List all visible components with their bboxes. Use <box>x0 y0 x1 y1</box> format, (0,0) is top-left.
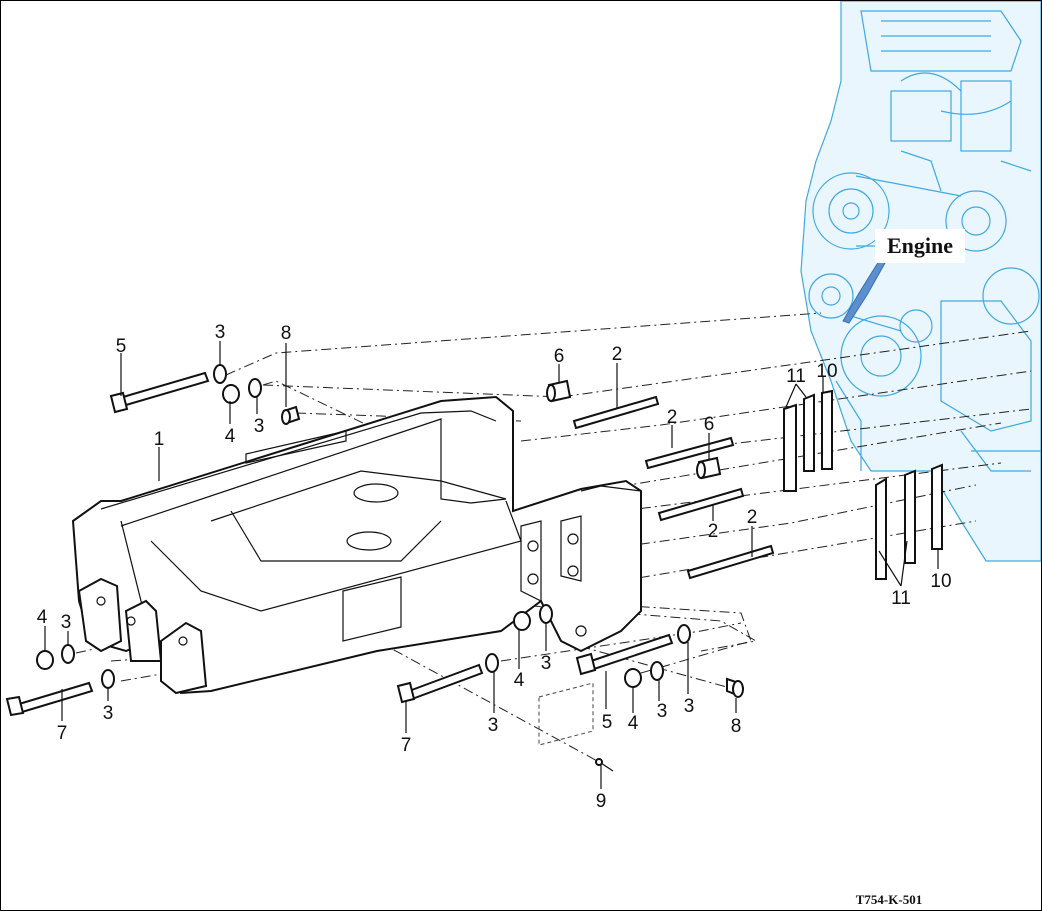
callout-5: 5 <box>116 336 127 357</box>
callout-4: 4 <box>225 426 236 447</box>
callout-2: 2 <box>747 507 758 528</box>
callout-10: 10 <box>930 571 951 592</box>
callout-10: 10 <box>816 361 837 382</box>
callout-9: 9 <box>596 791 607 812</box>
callout-11: 11 <box>786 366 806 387</box>
leader-lines <box>44 341 939 789</box>
callout-3: 3 <box>541 653 552 674</box>
engine-callout: Engine <box>842 229 965 324</box>
callout-3: 3 <box>61 612 72 633</box>
callout-box <box>875 229 965 263</box>
callout-1: 1 <box>154 429 165 450</box>
part-frame-1 <box>71 395 642 695</box>
shims <box>783 389 943 580</box>
bushings-6 <box>546 379 722 480</box>
callout-3: 3 <box>215 322 226 343</box>
callout-numbers: 1 2 2 2 2 3 3 3 3 3 3 3 3 4 4 4 4 5 5 6 … <box>37 322 952 812</box>
cover-plate-outline <box>538 682 594 746</box>
figure-code: T754-K-501 <box>856 892 922 907</box>
callout-11: 11 <box>891 588 911 609</box>
callout-2: 2 <box>667 407 678 428</box>
engine-label: Engine <box>887 233 953 258</box>
engine-illustration <box>800 1 1041 562</box>
callout-3: 3 <box>657 701 668 722</box>
callout-6: 6 <box>704 414 715 435</box>
callout-6: 6 <box>554 346 565 367</box>
callout-8: 8 <box>281 323 292 344</box>
plugs-and-screw <box>281 405 744 772</box>
callout-3: 3 <box>488 715 499 736</box>
callout-3: 3 <box>254 416 265 437</box>
callout-2: 2 <box>612 344 623 365</box>
callout-7: 7 <box>57 723 68 744</box>
callout-4: 4 <box>37 607 48 628</box>
callout-7: 7 <box>401 735 412 756</box>
stud-bolts-2 <box>572 395 775 580</box>
callout-4: 4 <box>514 670 525 691</box>
long-bolts <box>5 371 674 717</box>
callout-4: 4 <box>628 713 639 734</box>
callout-3: 3 <box>684 696 695 717</box>
callout-5: 5 <box>602 712 613 733</box>
washers-and-nuts <box>36 364 691 689</box>
callout-8: 8 <box>731 716 742 737</box>
callout-2: 2 <box>708 521 719 542</box>
callout-3: 3 <box>103 703 114 724</box>
